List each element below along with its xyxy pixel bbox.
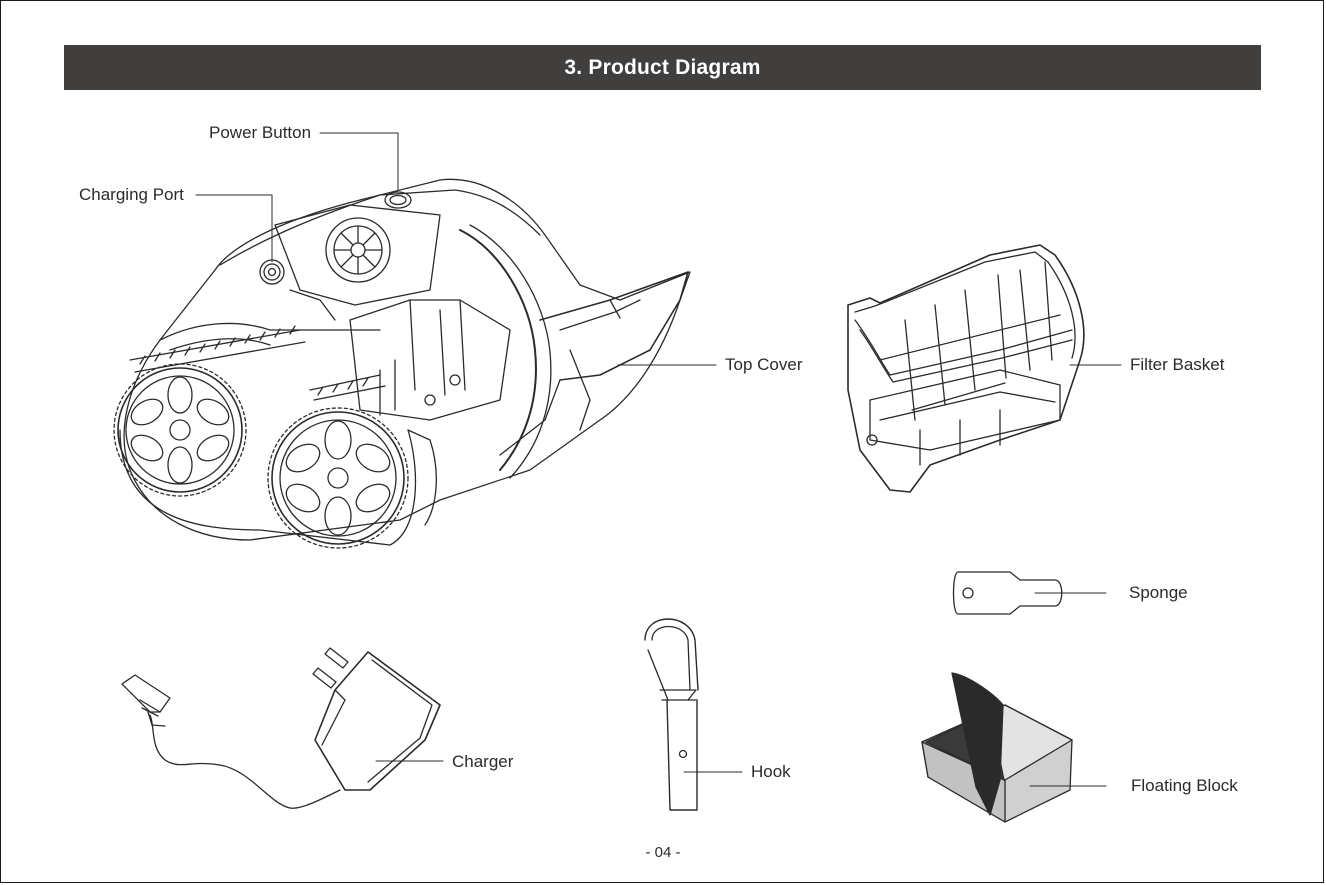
floating-block-label: Floating Block [1131, 776, 1238, 796]
filter-basket-illustration [848, 245, 1084, 492]
charger-illustration [122, 648, 440, 808]
hook-illustration [645, 619, 698, 810]
sponge-label: Sponge [1129, 583, 1188, 603]
pool-robot-illustration [114, 179, 690, 548]
charger-label: Charger [452, 752, 513, 772]
power-button-leader [320, 133, 398, 190]
filter-basket-label: Filter Basket [1130, 355, 1224, 375]
floating-block-illustration [922, 673, 1072, 822]
power-button-label: Power Button [209, 123, 311, 143]
hook-label: Hook [751, 762, 791, 782]
page-number: - 04 - [0, 844, 1326, 861]
top-cover-label: Top Cover [725, 355, 802, 375]
charging-port-leader [196, 195, 272, 262]
charging-port-label: Charging Port [79, 185, 184, 205]
